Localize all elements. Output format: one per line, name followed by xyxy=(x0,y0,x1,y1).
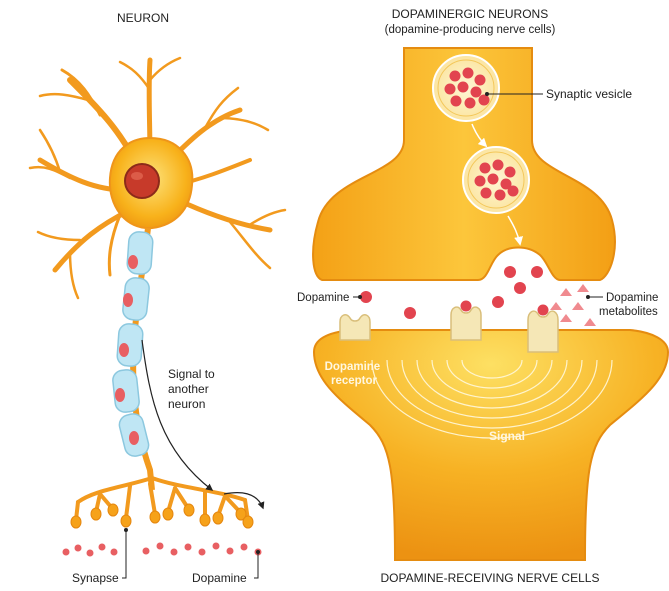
neuron-title: NEURON xyxy=(117,11,169,25)
synapse-label: Synapse xyxy=(72,571,119,585)
axon-terminals xyxy=(76,478,248,520)
receptor-label-line-1: Dopamine xyxy=(325,361,381,373)
metabolites-label-line-1: Dopamine xyxy=(606,292,658,304)
synaptic-vesicle-1 xyxy=(433,55,499,121)
synapse-callout-line xyxy=(122,530,126,578)
signal-label: Signal to another neuron xyxy=(168,367,218,411)
dopamine-receptor-3 xyxy=(528,311,558,352)
dopamine-receptor-2 xyxy=(451,307,481,340)
receiving-cells-title: DOPAMINE-RECEIVING NERVE CELLS xyxy=(381,571,600,585)
released-dopamine-dots xyxy=(63,543,262,557)
signal-wave-label: Signal xyxy=(489,429,525,443)
signal-label-line-1: Signal to xyxy=(168,367,215,381)
metabolites-label: Dopamine metabolites xyxy=(599,292,662,318)
dopamine-label: Dopamine xyxy=(297,292,349,304)
signal-label-line-3: neuron xyxy=(168,397,205,411)
signal-arrow xyxy=(142,340,212,490)
dopaminergic-title: DOPAMINERGIC NEURONS xyxy=(392,7,548,21)
synaptic-vesicle-label: Synaptic vesicle xyxy=(546,87,632,101)
synapse-illustration xyxy=(313,48,668,560)
neuron-nucleus xyxy=(125,164,159,198)
left-dopamine-label: Dopamine xyxy=(192,571,247,585)
receptor-label-line-2: receptor xyxy=(331,375,378,387)
neuron-illustration xyxy=(30,58,285,578)
synaptic-vesicle-2 xyxy=(463,147,529,213)
dopamine-callout-line xyxy=(254,552,258,578)
dopamine-receptor-1 xyxy=(340,315,370,340)
metabolites-label-line-2: metabolites xyxy=(599,306,658,318)
signal-label-line-2: another xyxy=(168,382,209,396)
dopaminergic-subtitle: (dopamine-producing nerve cells) xyxy=(385,24,556,36)
